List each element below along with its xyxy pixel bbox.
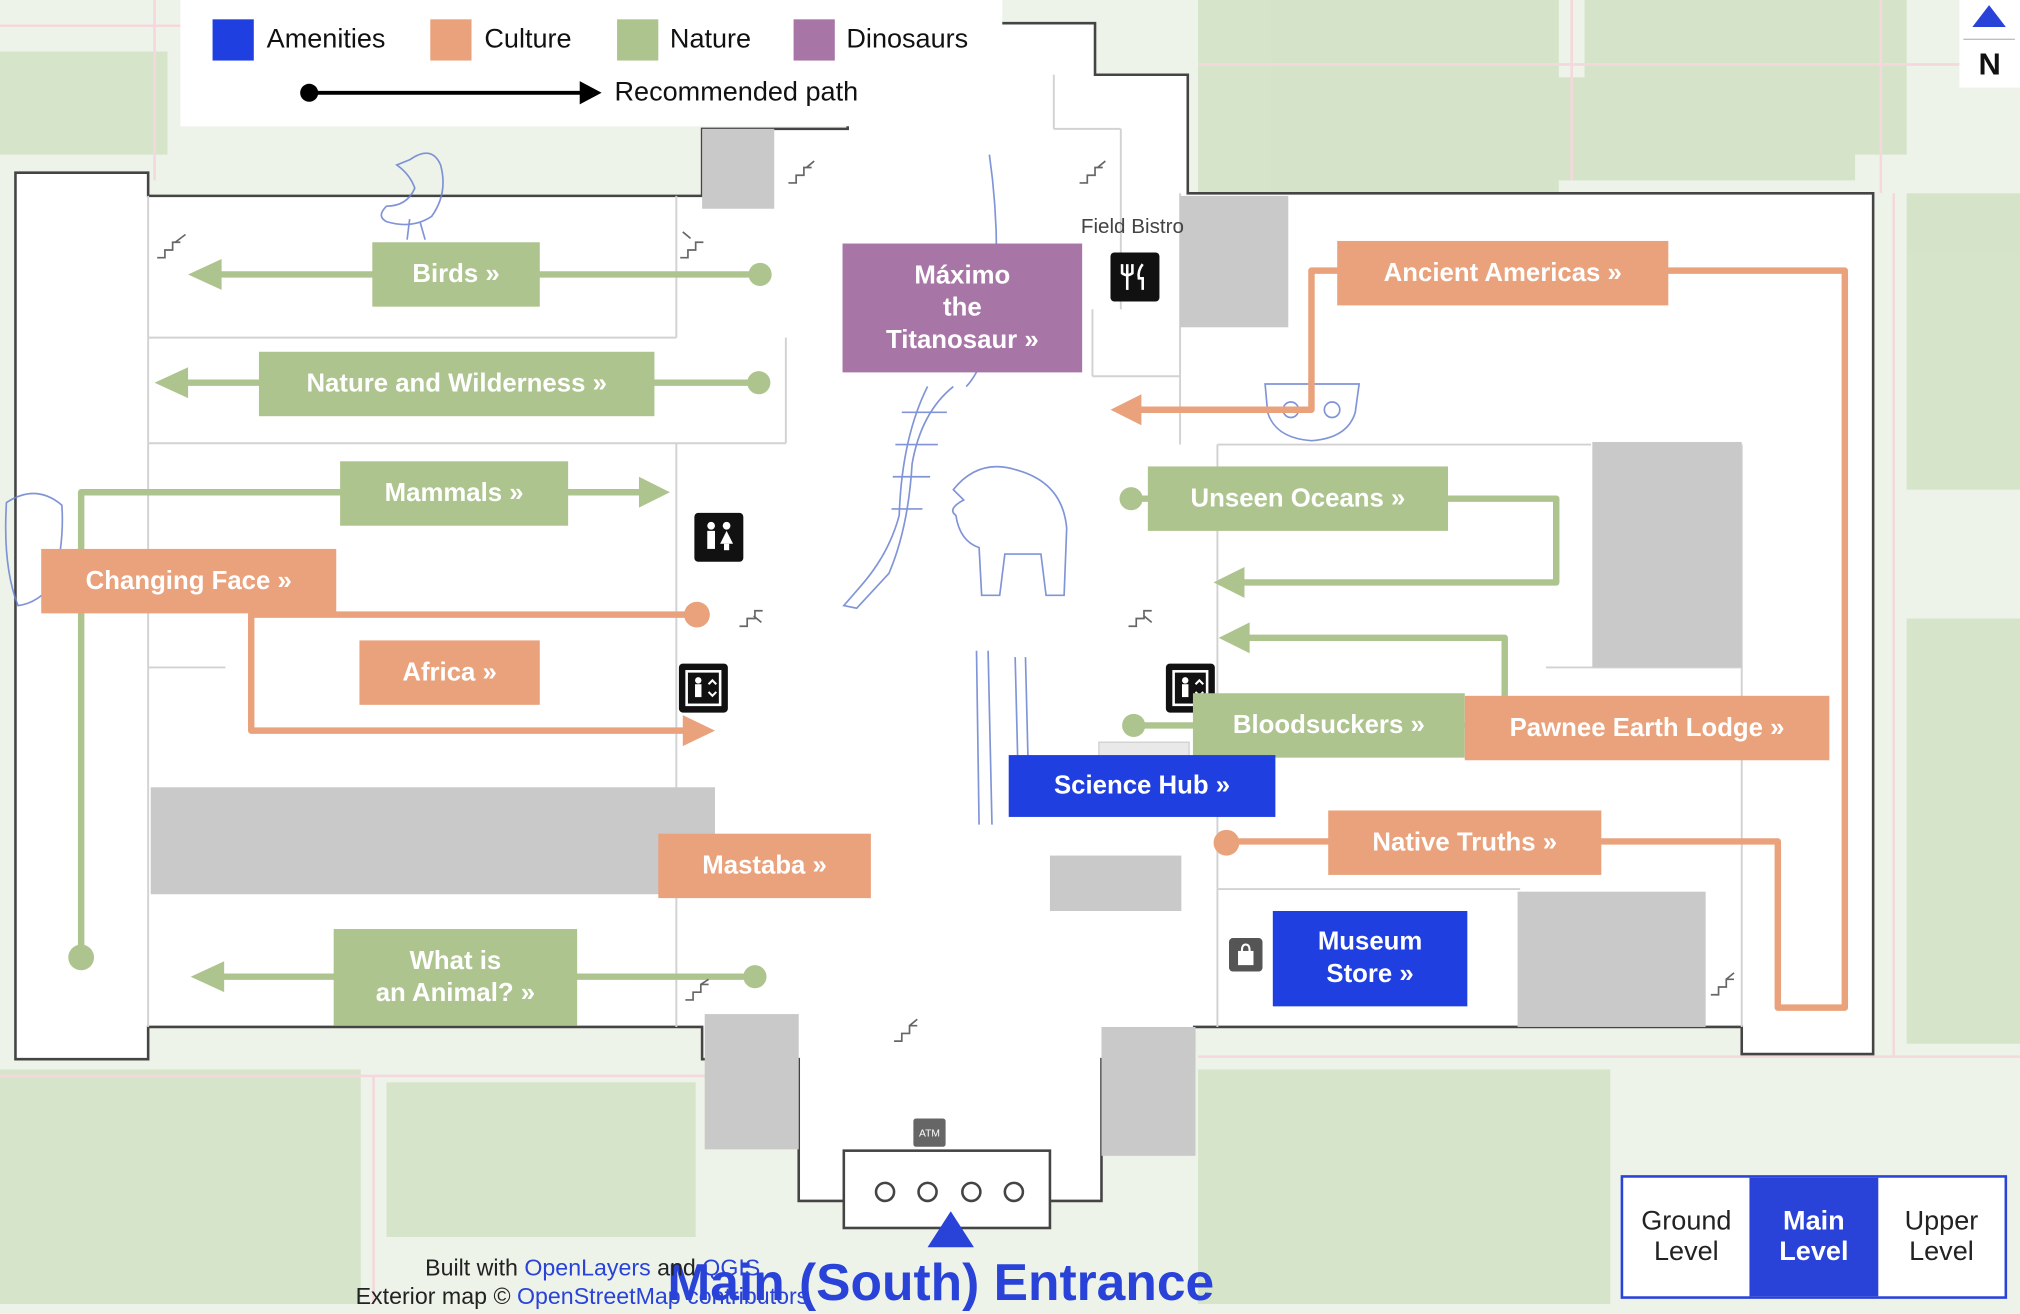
level-button-ground[interactable]: Ground Level xyxy=(1641,1206,1732,1267)
map-legend: Amenities Culture Nature Dinosaurs Recom… xyxy=(180,0,1003,127)
hall-africa-label[interactable]: Africa » xyxy=(359,640,540,705)
credits-exterior-map-text: Exterior map © xyxy=(355,1283,517,1310)
north-arrow-icon xyxy=(1972,5,2006,28)
hall-nature-wilderness-label[interactable]: Nature and Wilderness » xyxy=(258,351,655,417)
hall-what-is-animal-label[interactable]: What is an Animal? » xyxy=(333,929,578,1026)
hall-mammals-label[interactable]: Mammals » xyxy=(340,461,569,526)
hall-maximo-label[interactable]: Máximo the Titanosaur » xyxy=(842,243,1083,373)
legend-swatch-dinosaurs xyxy=(793,19,835,61)
hall-mastaba-label[interactable]: Mastaba » xyxy=(658,833,871,899)
qgis-link[interactable]: QGIS xyxy=(702,1255,761,1281)
field-bistro-label[interactable]: Field Bistro xyxy=(1081,215,1184,238)
hall-ancient-americas-label[interactable]: Ancient Americas » xyxy=(1337,240,1669,306)
entrance-arrow-icon xyxy=(927,1211,974,1248)
level-button-main[interactable]: Main Level xyxy=(1749,1177,1878,1297)
recommended-path-icon xyxy=(300,81,602,105)
main-entrance-label: Main (South) Entrance xyxy=(667,1255,1215,1312)
legend-swatch-nature xyxy=(617,19,659,61)
credits-line-built-with: Built with OpenLayers and QGIS xyxy=(425,1254,760,1282)
level-button-upper[interactable]: Upper Level xyxy=(1877,1177,2005,1297)
hall-pawnee-earth-lodge-label[interactable]: Pawnee Earth Lodge » xyxy=(1464,695,1830,761)
hall-bloodsuckers-label[interactable]: Bloodsuckers » xyxy=(1192,693,1465,758)
legend-label-dinosaurs: Dinosaurs xyxy=(846,24,969,55)
legend-swatch-culture xyxy=(430,19,472,61)
legend-label-amenities: Amenities xyxy=(266,24,386,55)
compass-north-label: N xyxy=(1978,47,2001,83)
legend-label-nature: Nature xyxy=(669,24,752,55)
restaurant-icon[interactable] xyxy=(1110,252,1160,302)
credits-line-osm: Exterior map © OpenStreetMap contributor… xyxy=(356,1282,809,1310)
credits-built-with-text: Built with xyxy=(425,1255,525,1281)
hall-native-truths-label[interactable]: Native Truths » xyxy=(1328,810,1602,875)
museum-store-label[interactable]: Museum Store » xyxy=(1272,910,1468,1007)
elevator-icon[interactable] xyxy=(678,663,728,713)
credits-and-text: and xyxy=(650,1255,703,1281)
atm-label: ATM xyxy=(919,1128,940,1139)
restroom-icon[interactable] xyxy=(694,512,744,562)
legend-label-culture: Culture xyxy=(484,24,572,55)
level-switcher: Ground Level Main Level Upper Level xyxy=(1620,1175,2008,1299)
legend-label-recommended-path: Recommended path xyxy=(614,77,859,107)
legend-swatch-amenities xyxy=(212,19,254,61)
hall-unseen-oceans-label[interactable]: Unseen Oceans » xyxy=(1147,466,1449,531)
hall-birds-label[interactable]: Birds » xyxy=(372,242,540,307)
hall-changing-face-label[interactable]: Changing Face » xyxy=(41,548,337,614)
openlayers-link[interactable]: OpenLayers xyxy=(524,1255,651,1281)
shopping-bag-icon[interactable] xyxy=(1229,938,1263,972)
openstreetmap-link[interactable]: OpenStreetMap contributors xyxy=(516,1283,809,1310)
compass: N xyxy=(1959,0,2020,88)
science-hub-label[interactable]: Science Hub » xyxy=(1008,755,1276,817)
